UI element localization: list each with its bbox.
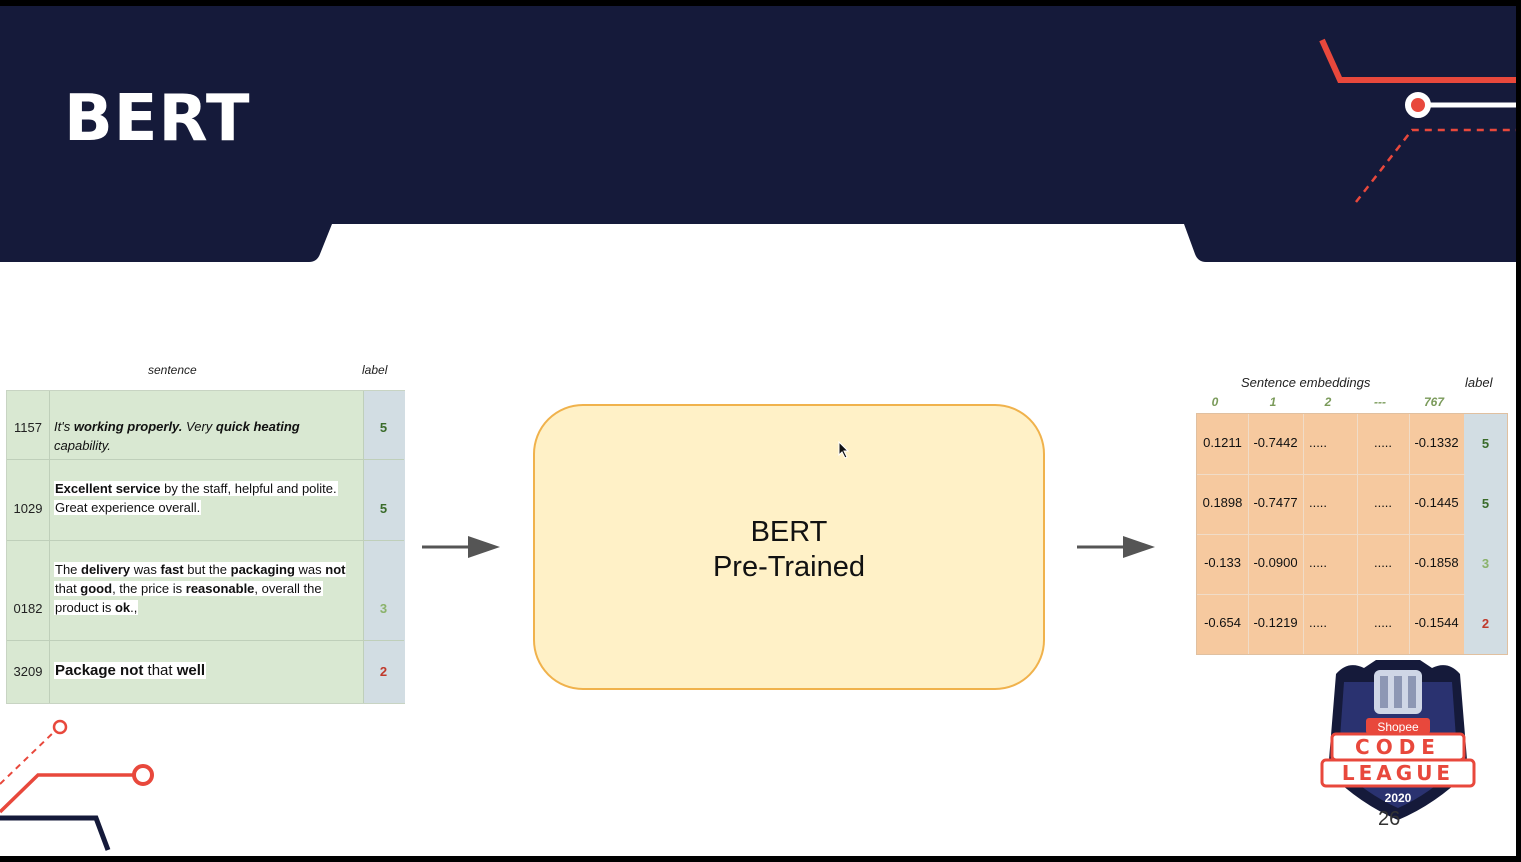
sentence-text: The delivery was fast but the packaging … [54, 562, 347, 615]
embedding-value: -0.1544 [1414, 615, 1459, 630]
logo-word-code: CODE [1355, 735, 1441, 759]
row-label: 2 [379, 664, 388, 679]
embedding-value: ..... [1308, 495, 1328, 510]
embeddings-label-header: label [1465, 375, 1493, 390]
embedding-value: -0.1332 [1414, 435, 1459, 450]
circuit-decoration-icon [0, 719, 154, 851]
row-label: 5 [379, 501, 388, 516]
embedding-value: -0.133 [1204, 555, 1241, 570]
slide-title: BERT [64, 82, 251, 156]
embedding-value: ..... [1308, 435, 1328, 450]
row-id: 1029 [13, 501, 43, 516]
table-row: 3209 Package not that well 2 [7, 641, 404, 703]
bert-model-box: BERT Pre-Trained [533, 404, 1045, 690]
arrow-right-icon [1077, 536, 1155, 558]
sentence-text: Excellent service by the staff, helpful … [54, 481, 338, 515]
table-row: 1157 It's working properly. Very quick h… [7, 391, 404, 460]
embedding-value: -0.7442 [1253, 435, 1298, 450]
row-id: 0182 [13, 601, 43, 616]
model-subtitle: Pre-Trained [712, 551, 866, 583]
embedding-value: ..... [1373, 615, 1393, 630]
sentence-text: It's working properly. Very quick heatin… [54, 419, 300, 453]
row-label: 5 [1481, 496, 1490, 511]
logo-word-league: LEAGUE [1342, 761, 1454, 785]
label-column [363, 391, 405, 703]
row-id: 3209 [13, 664, 43, 679]
table-row: 1029 Excellent service by the staff, hel… [7, 460, 404, 541]
column-header: 767 [1423, 395, 1445, 409]
embedding-value: -0.0900 [1253, 555, 1298, 570]
row-id: 1157 [14, 420, 42, 435]
label-header: label [362, 363, 388, 377]
row-label: 3 [379, 601, 388, 616]
embeddings-label-column [1464, 414, 1507, 654]
row-label: 2 [1481, 616, 1490, 631]
header-banner [0, 6, 1516, 262]
row-label: 5 [379, 420, 388, 435]
embedding-value: ..... [1373, 555, 1393, 570]
column-header: 1 [1269, 395, 1277, 409]
embedding-value: -0.1445 [1414, 495, 1459, 510]
row-label: 3 [1481, 556, 1490, 571]
embedding-value: 0.1211 [1203, 435, 1242, 450]
table-row: 0182 The delivery was fast but the packa… [7, 541, 404, 641]
row-label: 5 [1481, 436, 1490, 451]
embedding-value: ..... [1373, 495, 1393, 510]
circuit-line-icon [1319, 38, 1516, 83]
arrow-right-icon [422, 536, 500, 558]
logo-year: 2020 [1385, 791, 1412, 805]
logo-brand: Shopee [1377, 720, 1419, 734]
sentence-text: Package not that well [54, 662, 207, 679]
embedding-value: -0.1219 [1253, 615, 1298, 630]
column-header: --- [1374, 395, 1386, 409]
reviews-table: 1157 It's working properly. Very quick h… [6, 390, 405, 704]
embeddings-table: 0.1211 -0.7442 ..... ..... -0.1332 5 0.1… [1196, 413, 1508, 655]
column-header: 2 [1324, 395, 1332, 409]
column-header: 0 [1211, 395, 1219, 409]
embedding-value: ..... [1308, 615, 1328, 630]
embedding-value: ..... [1373, 435, 1393, 450]
embedding-value: ..... [1308, 555, 1328, 570]
embeddings-header: Sentence embeddings [1241, 375, 1371, 390]
code-league-logo: Shopee CODE LEAGUE 2020 [1320, 660, 1476, 820]
embedding-value: -0.1858 [1414, 555, 1459, 570]
page-number: 26 [1378, 808, 1401, 830]
slide: BERT sentence label 1157 It's working pr… [0, 6, 1516, 856]
embedding-value: 0.1898 [1202, 495, 1243, 510]
embedding-value: -0.7477 [1253, 495, 1298, 510]
embedding-value: -0.654 [1204, 615, 1241, 630]
sentence-header: sentence [148, 363, 197, 377]
model-name: BERT [750, 516, 828, 548]
mouse-cursor-icon [838, 441, 850, 459]
